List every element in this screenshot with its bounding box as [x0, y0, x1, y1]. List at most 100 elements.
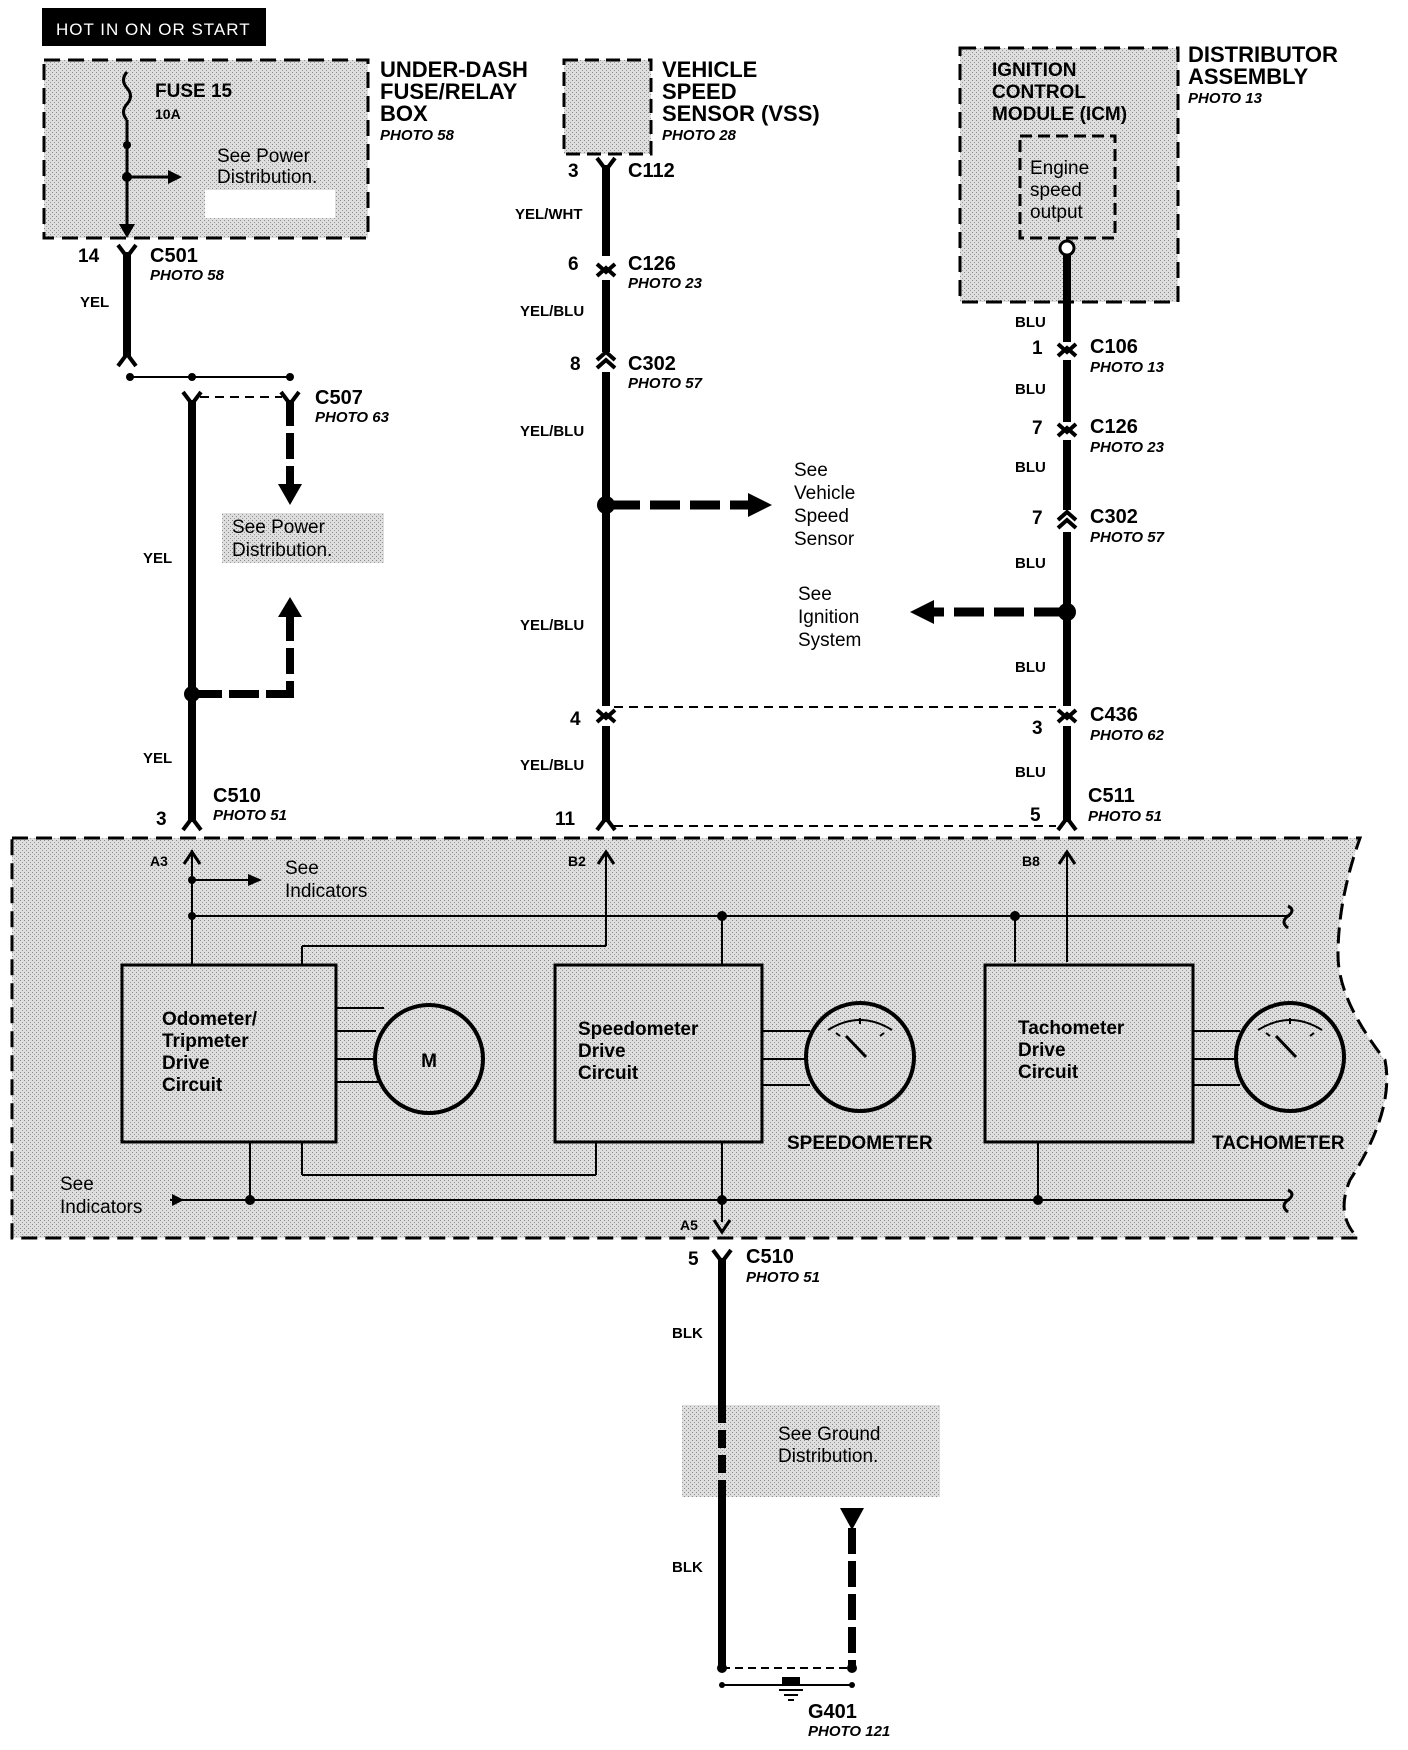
c106-label: C106 [1090, 336, 1138, 358]
right-c302-photo: PHOTO 57 [1090, 529, 1165, 546]
c510-bottom-label: C510 [746, 1246, 794, 1268]
yel-power-circuit: 14 C501 PHOTO 58 YEL C507 PHOTO 63 See P… [78, 243, 390, 832]
speedometer-gauge [804, 1001, 916, 1113]
fuse-box-photo: PHOTO 58 [380, 127, 455, 144]
mid-c126-pin: 6 [568, 254, 579, 275]
vss-signal-circuit: 3 C112 YEL/WHT 6 C126 PHOTO 23 YEL/BLU 8… [515, 156, 1056, 832]
yel-wire-color-1: YEL [80, 294, 109, 311]
yel-see-power-1: See Power [232, 517, 326, 538]
svg-text:HOT IN ON OR START: HOT IN ON OR START [56, 20, 251, 39]
tachometer-gauge [1234, 1001, 1346, 1113]
vehicle-speed-sensor: VEHICLE SPEED SENSOR (VSS) PHOTO 28 [562, 57, 820, 156]
pin-a3: A3 [150, 853, 168, 869]
mid-c302-label: C302 [628, 353, 676, 375]
c511-label: C511 [1088, 785, 1135, 807]
see-indicators-bottom-1: See [60, 1174, 94, 1195]
yel-wire-color-3: YEL [143, 750, 172, 767]
odometer-label-3: Drive [162, 1053, 210, 1074]
g401-photo: PHOTO 121 [808, 1723, 890, 1740]
mid-wire-color-2: YEL/BLU [520, 303, 584, 320]
right-wire-color-5: BLU [1015, 764, 1046, 781]
c106-pin: 1 [1032, 338, 1043, 359]
vss-title-3: SENSOR (VSS) [662, 101, 820, 126]
gauge-assembly: A3 See Indicators B2 B8 Odometer/ Tripme… [10, 836, 1389, 1240]
fuse-see-power-1: See Power [217, 146, 311, 167]
tacho-drive-label-3: Circuit [1018, 1062, 1079, 1083]
right-wire-color-0: BLU [1015, 314, 1046, 331]
distributor-title-2: ASSEMBLY [1188, 64, 1309, 89]
c510-bottom-photo: PHOTO 51 [746, 1269, 820, 1286]
icm-title-3: MODULE (ICM) [992, 104, 1127, 125]
see-vss-2: Vehicle [794, 483, 855, 504]
odometer-label-1: Odometer/ [162, 1009, 258, 1030]
c501-photo: PHOTO 58 [150, 267, 225, 284]
see-ignition-2: Ignition [798, 607, 859, 628]
c112-pin: 3 [568, 161, 579, 182]
speedometer-label: SPEEDOMETER [787, 1133, 933, 1154]
right-c302-pin: 7 [1032, 508, 1043, 529]
see-vss-4: Sensor [794, 529, 855, 550]
vss-title-1: VEHICLE [662, 57, 757, 82]
c510-bottom-pin: 5 [688, 1249, 699, 1270]
see-ignition-1: See [798, 584, 832, 605]
odometer-label-4: Circuit [162, 1075, 223, 1096]
c507-label: C507 [315, 387, 363, 409]
ground-symbol [779, 1677, 803, 1701]
icm-output-1: Engine [1030, 158, 1089, 179]
mid-pin-4: 4 [570, 709, 581, 730]
c507-photo: PHOTO 63 [315, 409, 390, 426]
right-wire-color-3: BLU [1015, 555, 1046, 572]
fuse-box-title-1: UNDER-DASH [380, 57, 528, 82]
c501-pin: 14 [78, 246, 100, 267]
c112-label: C112 [628, 160, 675, 182]
mid-c126-label: C126 [628, 253, 676, 275]
tachometer-label: TACHOMETER [1212, 1133, 1345, 1154]
fuse-see-power-2: Distribution. [217, 167, 317, 188]
fuse-symbol [122, 71, 132, 121]
right-c302-label: C302 [1090, 506, 1138, 528]
icm-output-3: output [1030, 202, 1084, 223]
c511-pin: 5 [1030, 805, 1041, 826]
under-dash-fuse-relay-box: FUSE 15 10A See Power Distribution. UNDE… [42, 57, 528, 240]
mid-c302-photo: PHOTO 57 [628, 375, 703, 392]
vss-photo: PHOTO 28 [662, 127, 737, 144]
mid-c302-pin: 8 [570, 354, 581, 375]
yel-see-power-2: Distribution. [232, 540, 332, 561]
odometer-motor [373, 1003, 485, 1115]
fuse-name: FUSE 15 [155, 81, 233, 102]
fuse-rating: 10A [155, 106, 181, 122]
c501-label: C501 [150, 245, 198, 267]
mid-c126-photo: PHOTO 23 [628, 275, 703, 292]
speedo-drive-label-1: Speedometer [578, 1019, 699, 1040]
mid-wire-color-1: YEL/WHT [515, 206, 583, 223]
right-wire-color-2: BLU [1015, 459, 1046, 476]
c510-top-photo: PHOTO 51 [213, 807, 287, 824]
c510-top-label: C510 [213, 785, 261, 807]
mid-wire-color-4: YEL/BLU [520, 617, 584, 634]
right-wire-color-4: BLU [1015, 659, 1046, 676]
blk-wire-color-2: BLK [672, 1559, 703, 1576]
right-wire-color-1: BLU [1015, 381, 1046, 398]
vss-title-2: SPEED [662, 79, 737, 104]
mid-pin-11: 11 [555, 809, 576, 830]
c106-photo: PHOTO 13 [1090, 359, 1165, 376]
see-ground-1: See Ground [778, 1424, 880, 1445]
blk-wire-color-1: BLK [672, 1325, 703, 1342]
power-banner: HOT IN ON OR START [42, 8, 266, 46]
fuse-box-title-2: FUSE/RELAY [380, 79, 518, 104]
pin-a5: A5 [680, 1217, 698, 1233]
pin-b8: B8 [1022, 853, 1040, 869]
pin-b2: B2 [568, 853, 586, 869]
g401-label: G401 [808, 1701, 857, 1723]
right-c126-pin: 7 [1032, 418, 1043, 439]
c436-pin: 3 [1032, 718, 1043, 739]
right-c126-photo: PHOTO 23 [1090, 439, 1165, 456]
see-ignition-3: System [798, 630, 861, 651]
c436-label: C436 [1090, 704, 1138, 726]
mid-wire-color-3: YEL/BLU [520, 423, 584, 440]
odometer-label-2: Tripmeter [162, 1031, 249, 1052]
speedo-drive-label-3: Circuit [578, 1063, 639, 1084]
see-vss-3: Speed [794, 506, 849, 527]
ground-circuit: 5 C510 PHOTO 51 BLK See Ground Distribut… [672, 1246, 940, 1740]
